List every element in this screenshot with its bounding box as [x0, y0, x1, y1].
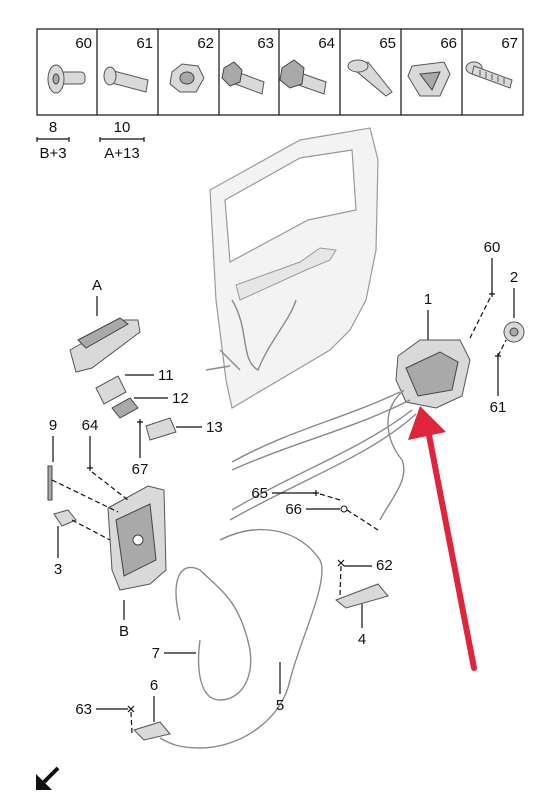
- fastener-63-icon: [221, 61, 265, 95]
- callout-64: 64: [82, 417, 99, 434]
- south-west-arrow-icon: [36, 766, 60, 790]
- group-8-members: B+3: [39, 145, 66, 162]
- callout-11: 11: [158, 367, 174, 384]
- table-header-61: 61: [136, 35, 153, 52]
- fastener-66-icon: [407, 61, 451, 97]
- highlight-arrow: [408, 406, 477, 671]
- callout-62: 62: [376, 557, 393, 574]
- callout-5: 5: [276, 697, 284, 714]
- handle-carrier-B: [107, 485, 167, 591]
- group-8: 8 B+3: [36, 119, 70, 162]
- callout-12: 12: [172, 390, 189, 407]
- callout-6: 6: [150, 677, 158, 694]
- part-13: [145, 417, 177, 441]
- part-9: [47, 465, 53, 501]
- group-10: 10 A+13: [99, 119, 145, 162]
- part-3: [53, 509, 77, 527]
- callout-61: 61: [490, 399, 507, 416]
- rear-door-illustration: [205, 127, 379, 409]
- door-lock-1: [379, 339, 471, 521]
- callout-3: 3: [54, 561, 62, 578]
- table-header-63: 63: [257, 35, 274, 52]
- fastener-67-icon: [465, 61, 513, 89]
- part-11: [95, 375, 127, 405]
- cable-bundle: [159, 391, 417, 749]
- group-10-members: A+13: [104, 145, 139, 162]
- table-header-64: 64: [318, 35, 335, 52]
- part-12: [111, 397, 139, 419]
- fastener-table: 60 61 62 63 64 65 66 67: [36, 28, 524, 116]
- part-2: [503, 321, 525, 343]
- callout-60: 60: [484, 239, 501, 256]
- table-header-66: 66: [440, 35, 457, 52]
- callout-13: 13: [206, 419, 223, 436]
- fastener-65-icon: [347, 59, 393, 97]
- table-header-62: 62: [197, 35, 214, 52]
- table-header-65: 65: [379, 35, 396, 52]
- table-header-67: 67: [501, 35, 518, 52]
- fastener-64-icon: [279, 59, 327, 95]
- group-10-label: 10: [114, 119, 131, 136]
- part-6: [133, 721, 171, 741]
- callout-9: 9: [49, 417, 57, 434]
- fastener-61-icon: [103, 66, 149, 93]
- inner-handle-4: [335, 583, 389, 609]
- callout-65: 65: [251, 485, 268, 502]
- outer-handle-A: [69, 317, 141, 373]
- callout-66: 66: [285, 501, 302, 518]
- callout-A: A: [92, 277, 102, 294]
- callout-2: 2: [510, 269, 518, 286]
- callout-7: 7: [152, 645, 160, 662]
- group-8-label: 8: [49, 119, 57, 136]
- callout-1: 1: [424, 291, 432, 308]
- table-header-60: 60: [75, 35, 92, 52]
- callout-B: B: [119, 623, 129, 640]
- callout-4: 4: [358, 631, 366, 648]
- callout-63: 63: [75, 701, 92, 718]
- fastener-62-icon: [169, 63, 205, 93]
- fastener-60-icon: [47, 64, 86, 94]
- callout-67: 67: [132, 461, 149, 478]
